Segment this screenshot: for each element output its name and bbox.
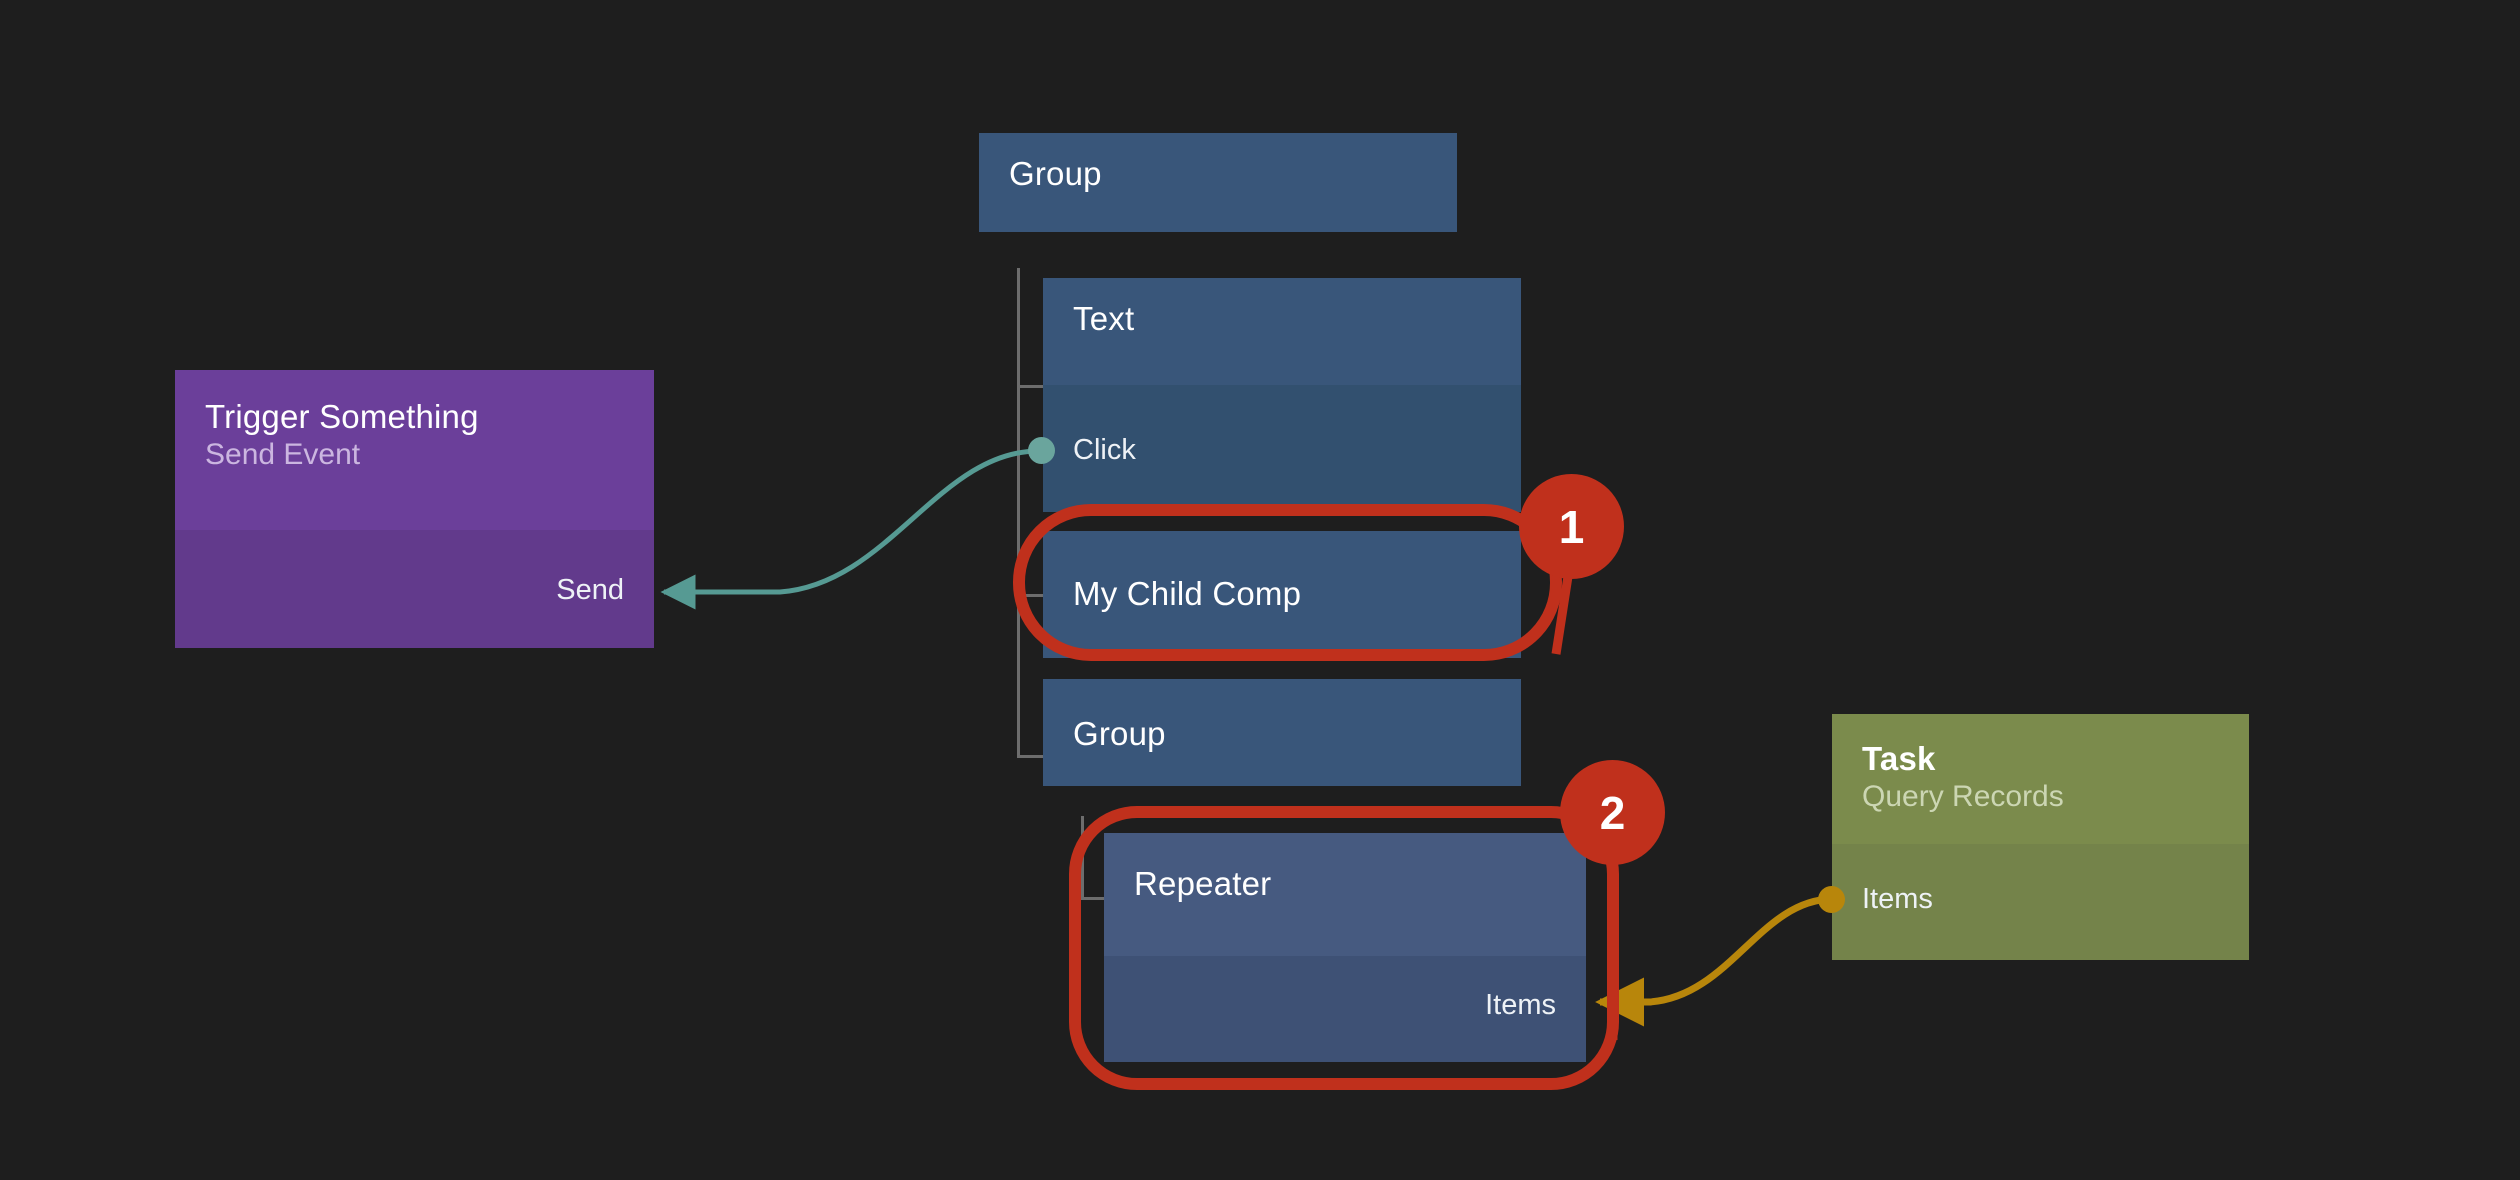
- node-subtitle: Query Records: [1862, 779, 2064, 813]
- node-title: Task: [1862, 740, 1936, 777]
- tree-branch-group-child: [1017, 755, 1045, 758]
- node-repeater-body[interactable]: Items: [1104, 956, 1586, 1062]
- tree-trunk-line: [1017, 268, 1020, 758]
- port-items-in[interactable]: Items: [1485, 989, 1556, 1022]
- tree-branch-my-child-comp: [1017, 594, 1045, 597]
- node-group-root[interactable]: Group: [979, 133, 1457, 232]
- node-text-body[interactable]: Click: [1043, 385, 1521, 512]
- node-title: Text: [1073, 300, 1135, 337]
- annotation-badge-label: 1: [1558, 500, 1585, 553]
- node-title: Repeater: [1134, 865, 1272, 902]
- port-click[interactable]: Click: [1073, 434, 1136, 467]
- port-label: Items: [1862, 883, 1933, 915]
- edge-click-to-send[interactable]: [660, 448, 1043, 610]
- annotation-2-ring: [1069, 806, 1619, 1090]
- node-repeater[interactable]: Repeater: [1104, 833, 1586, 956]
- node-header: Trigger Something Send Event: [175, 370, 654, 530]
- edge-items-to-items[interactable]: [1595, 895, 1833, 1027]
- annotation-badge-label: 2: [1599, 786, 1626, 839]
- node-subtitle: Send Event: [205, 437, 361, 471]
- annotation-1-leader: [1551, 569, 1574, 655]
- node-title: Group: [1073, 715, 1166, 752]
- node-body: Send: [175, 530, 654, 648]
- port-label: Click: [1073, 434, 1136, 466]
- node-title: My Child Comp: [1073, 575, 1302, 612]
- annotation-1-ring: [1013, 504, 1562, 661]
- node-title: Group: [1009, 155, 1102, 192]
- node-body: Items: [1104, 956, 1586, 1062]
- node-group-child[interactable]: Group: [1043, 679, 1521, 786]
- node-text[interactable]: Text: [1043, 278, 1521, 385]
- node-body: Click: [1043, 385, 1521, 512]
- node-trigger-body[interactable]: Send: [175, 530, 654, 648]
- node-header: Group: [1043, 679, 1521, 786]
- node-body: Items: [1832, 844, 2249, 960]
- node-header: Task Query Records: [1832, 714, 2249, 844]
- node-header: My Child Comp: [1043, 531, 1521, 658]
- node-my-child-comp[interactable]: My Child Comp: [1043, 531, 1521, 658]
- annotation-badge-1: 1: [1519, 474, 1624, 579]
- node-header: Text: [1043, 278, 1521, 385]
- tree-branch-text: [1017, 385, 1045, 388]
- node-title: Trigger Something: [205, 398, 479, 435]
- port-items-out[interactable]: Items: [1862, 883, 1933, 916]
- node-task-body[interactable]: Items: [1832, 844, 2249, 960]
- node-header: Group: [979, 133, 1457, 232]
- node-trigger-something[interactable]: Trigger Something Send Event: [175, 370, 654, 530]
- port-label: Items: [1485, 989, 1556, 1021]
- node-header: Repeater: [1104, 833, 1586, 956]
- tree-branch-repeater: [1081, 897, 1105, 900]
- port-send[interactable]: Send: [556, 574, 624, 607]
- node-task[interactable]: Task Query Records: [1832, 714, 2249, 844]
- port-label: Send: [556, 574, 624, 606]
- port-dot-items[interactable]: [1818, 886, 1845, 913]
- annotation-badge-2: 2: [1560, 760, 1665, 865]
- port-dot-click[interactable]: [1028, 437, 1055, 464]
